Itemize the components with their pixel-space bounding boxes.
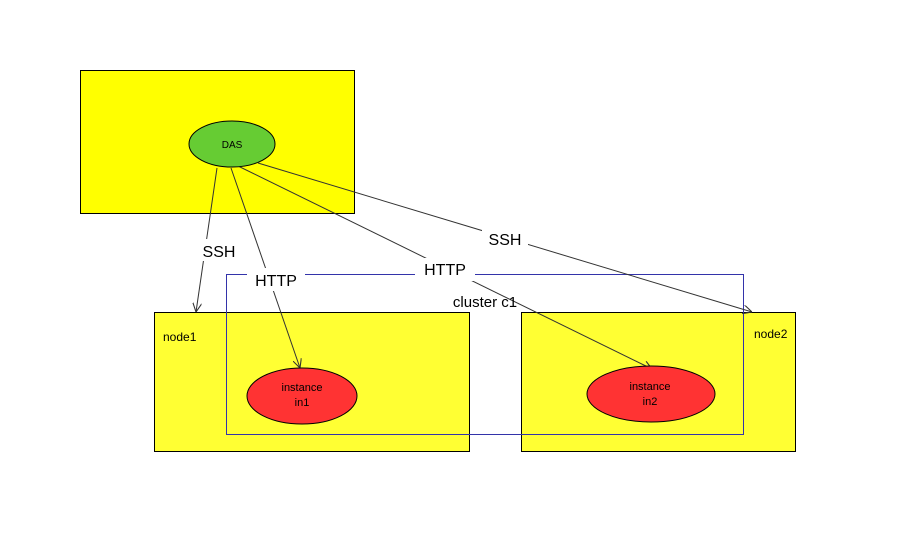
cluster-label: cluster c1 — [453, 294, 517, 311]
instance-in1-line2: in1 — [295, 397, 310, 409]
das-label: DAS — [222, 140, 243, 151]
instance-in1-ellipse — [246, 367, 358, 425]
das-ellipse — [188, 120, 276, 168]
node2-label: node2 — [754, 327, 788, 341]
http-label-in1: HTTP — [255, 273, 297, 290]
instance-in2-ellipse — [586, 365, 716, 423]
instance-in1-line1: instance — [282, 382, 323, 394]
instance-in2-line1: instance — [630, 381, 671, 393]
node1-label: node1 — [163, 330, 197, 344]
http-label-in2: HTTP — [424, 262, 466, 279]
ssh-label-node2: SSH — [489, 232, 522, 249]
ssh-label-node1: SSH — [203, 244, 236, 261]
cluster-c1-box — [226, 274, 744, 435]
instance-in2-line2: in2 — [643, 396, 658, 408]
